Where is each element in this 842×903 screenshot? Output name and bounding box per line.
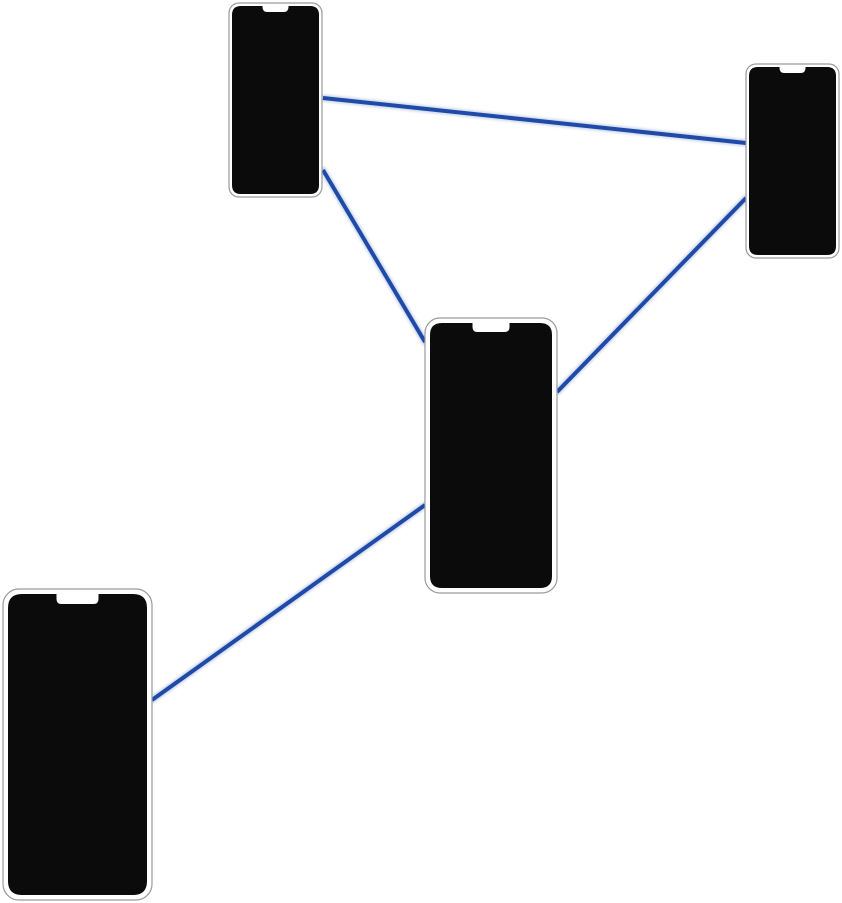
smartphone-icon (232, 6, 319, 194)
smartphone-icon (749, 67, 836, 255)
links-layer (148, 94, 750, 704)
phone-center (424, 317, 558, 594)
link-line (555, 196, 748, 394)
link-line (322, 96, 747, 145)
link-phone-top-right-to-phone-center (553, 194, 750, 396)
link-line (150, 503, 427, 702)
smartphone-icon (430, 323, 552, 588)
link-line (321, 168, 427, 344)
phone-top-right (745, 63, 840, 259)
smartphone-icon (8, 594, 147, 895)
phone-top-left (228, 2, 323, 198)
link-phone-center-to-phone-bottom-left (148, 501, 429, 704)
phone-bottom-left (2, 588, 153, 901)
link-phone-top-left-to-phone-center (319, 166, 429, 346)
link-phone-top-left-to-phone-top-right (319, 94, 750, 147)
